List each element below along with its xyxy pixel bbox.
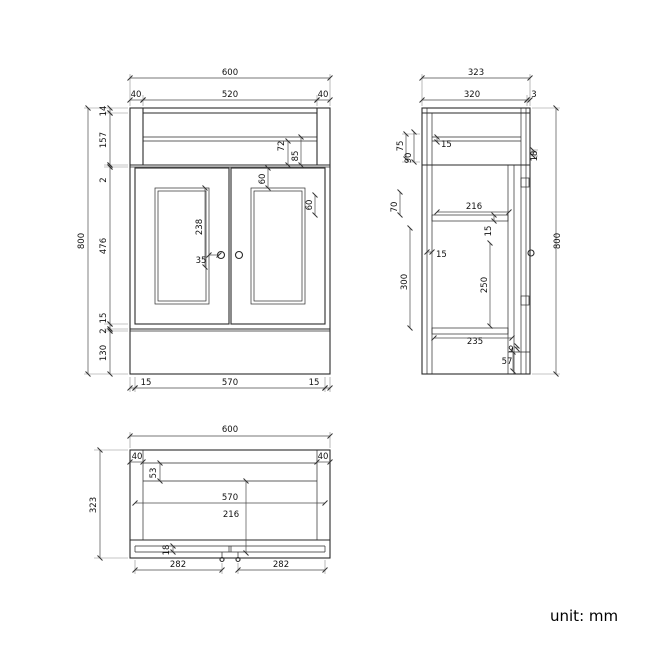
dim-plan-hinge-right282: 282 xyxy=(273,560,289,570)
dim-front-apron72: 72 xyxy=(277,141,287,152)
bottom-rail xyxy=(431,327,509,335)
front-view: 600 40 520 40 14 157 2 476 15 2 130 800 … xyxy=(77,68,333,392)
dim-plan-d18: 18 xyxy=(162,545,172,556)
dim-side-w216: 216 xyxy=(466,202,482,212)
dim-front-apron85: 85 xyxy=(291,151,301,162)
dim-front-h2a: 2 xyxy=(99,177,109,182)
side-view-dimension-lines xyxy=(397,75,559,377)
right-door-panel xyxy=(250,187,306,305)
dim-side-total-height: 800 xyxy=(553,233,563,249)
dim-front-door-side60: 60 xyxy=(305,200,315,211)
right-door-knob xyxy=(234,250,244,260)
dim-plan-total-width: 600 xyxy=(222,425,238,435)
dim-front-panel238: 238 xyxy=(195,219,205,235)
left-door xyxy=(134,167,230,325)
knob-profile xyxy=(527,249,535,257)
dim-front-base-right15: 15 xyxy=(309,378,320,388)
dim-front-seg-right: 40 xyxy=(318,90,329,100)
dim-front-total-width: 600 xyxy=(222,68,238,78)
dim-plan-w570: 570 xyxy=(222,493,238,503)
dim-side-seg-depth: 320 xyxy=(464,90,480,100)
dim-side-v300: 300 xyxy=(400,274,410,290)
left-door-panel xyxy=(154,187,210,305)
dim-front-h130: 130 xyxy=(99,345,109,361)
cabinet-side-outline xyxy=(421,107,531,375)
dim-side-seg-back: 3 xyxy=(531,90,536,100)
dim-front-seg-left: 40 xyxy=(131,90,142,100)
side-view-dimension-labels: 323 320 3 75 90 15 18 70 216 15 15 300 2… xyxy=(390,68,563,367)
plan-view: 600 40 40 323 53 570 216 18 282 282 xyxy=(89,425,333,574)
dim-side-r18: 18 xyxy=(530,151,540,162)
wall-bracket-top xyxy=(520,177,530,188)
dim-side-v90: 90 xyxy=(404,153,414,164)
dim-side-b57: 57 xyxy=(502,357,513,367)
dim-plan-hinge-left282: 282 xyxy=(170,560,186,570)
dim-side-v75: 75 xyxy=(396,141,406,152)
dim-plan-side-right40: 40 xyxy=(318,452,329,462)
cabinet-front-outline xyxy=(129,107,331,375)
dim-plan-d216: 216 xyxy=(223,510,239,520)
front-view-dimension-lines xyxy=(85,75,333,391)
dim-front-door-top60: 60 xyxy=(258,174,268,185)
dim-front-total-height: 800 xyxy=(77,233,87,249)
dim-side-m15: 15 xyxy=(484,226,494,237)
right-door xyxy=(230,167,326,325)
dim-side-t15: 15 xyxy=(441,140,452,150)
dim-side-w235: 235 xyxy=(467,337,483,347)
left-knob-plan xyxy=(219,556,225,563)
dim-front-h476: 476 xyxy=(99,238,109,254)
plan-view-geometry xyxy=(129,449,331,563)
front-view-geometry xyxy=(129,107,331,375)
dim-front-h15: 15 xyxy=(99,313,109,324)
dim-front-base-left15: 15 xyxy=(141,378,152,388)
dim-front-h14: 14 xyxy=(99,106,109,117)
front-view-dimension-labels: 600 40 520 40 14 157 2 476 15 2 130 800 … xyxy=(77,68,328,388)
dim-front-base570: 570 xyxy=(222,378,238,388)
dim-plan-side-left40: 40 xyxy=(132,452,143,462)
dim-plan-total-depth: 323 xyxy=(89,497,99,513)
dim-side-v70: 70 xyxy=(390,202,400,213)
dim-side-d15: 15 xyxy=(436,250,447,260)
dim-front-h2b: 2 xyxy=(99,328,109,333)
side-view: 323 320 3 75 90 15 18 70 216 15 15 300 2… xyxy=(390,68,563,377)
dim-front-h157: 157 xyxy=(99,132,109,148)
dim-plan-d53: 53 xyxy=(149,468,159,479)
cabinet-plan-outline xyxy=(129,449,331,559)
dim-front-seg-center: 520 xyxy=(222,90,238,100)
cross-rail xyxy=(431,214,509,222)
plan-view-dimension-lines xyxy=(97,433,333,573)
right-knob-plan xyxy=(235,556,241,563)
wall-bracket-bottom xyxy=(520,295,530,306)
dim-side-v250: 250 xyxy=(480,277,490,293)
unit-label: unit: mm xyxy=(550,607,618,625)
dim-side-total-width: 323 xyxy=(468,68,484,78)
dim-side-b9: 9 xyxy=(508,345,513,355)
dim-front-knob35: 35 xyxy=(196,256,207,266)
plan-view-dimension-labels: 600 40 40 323 53 570 216 18 282 282 xyxy=(89,425,328,570)
